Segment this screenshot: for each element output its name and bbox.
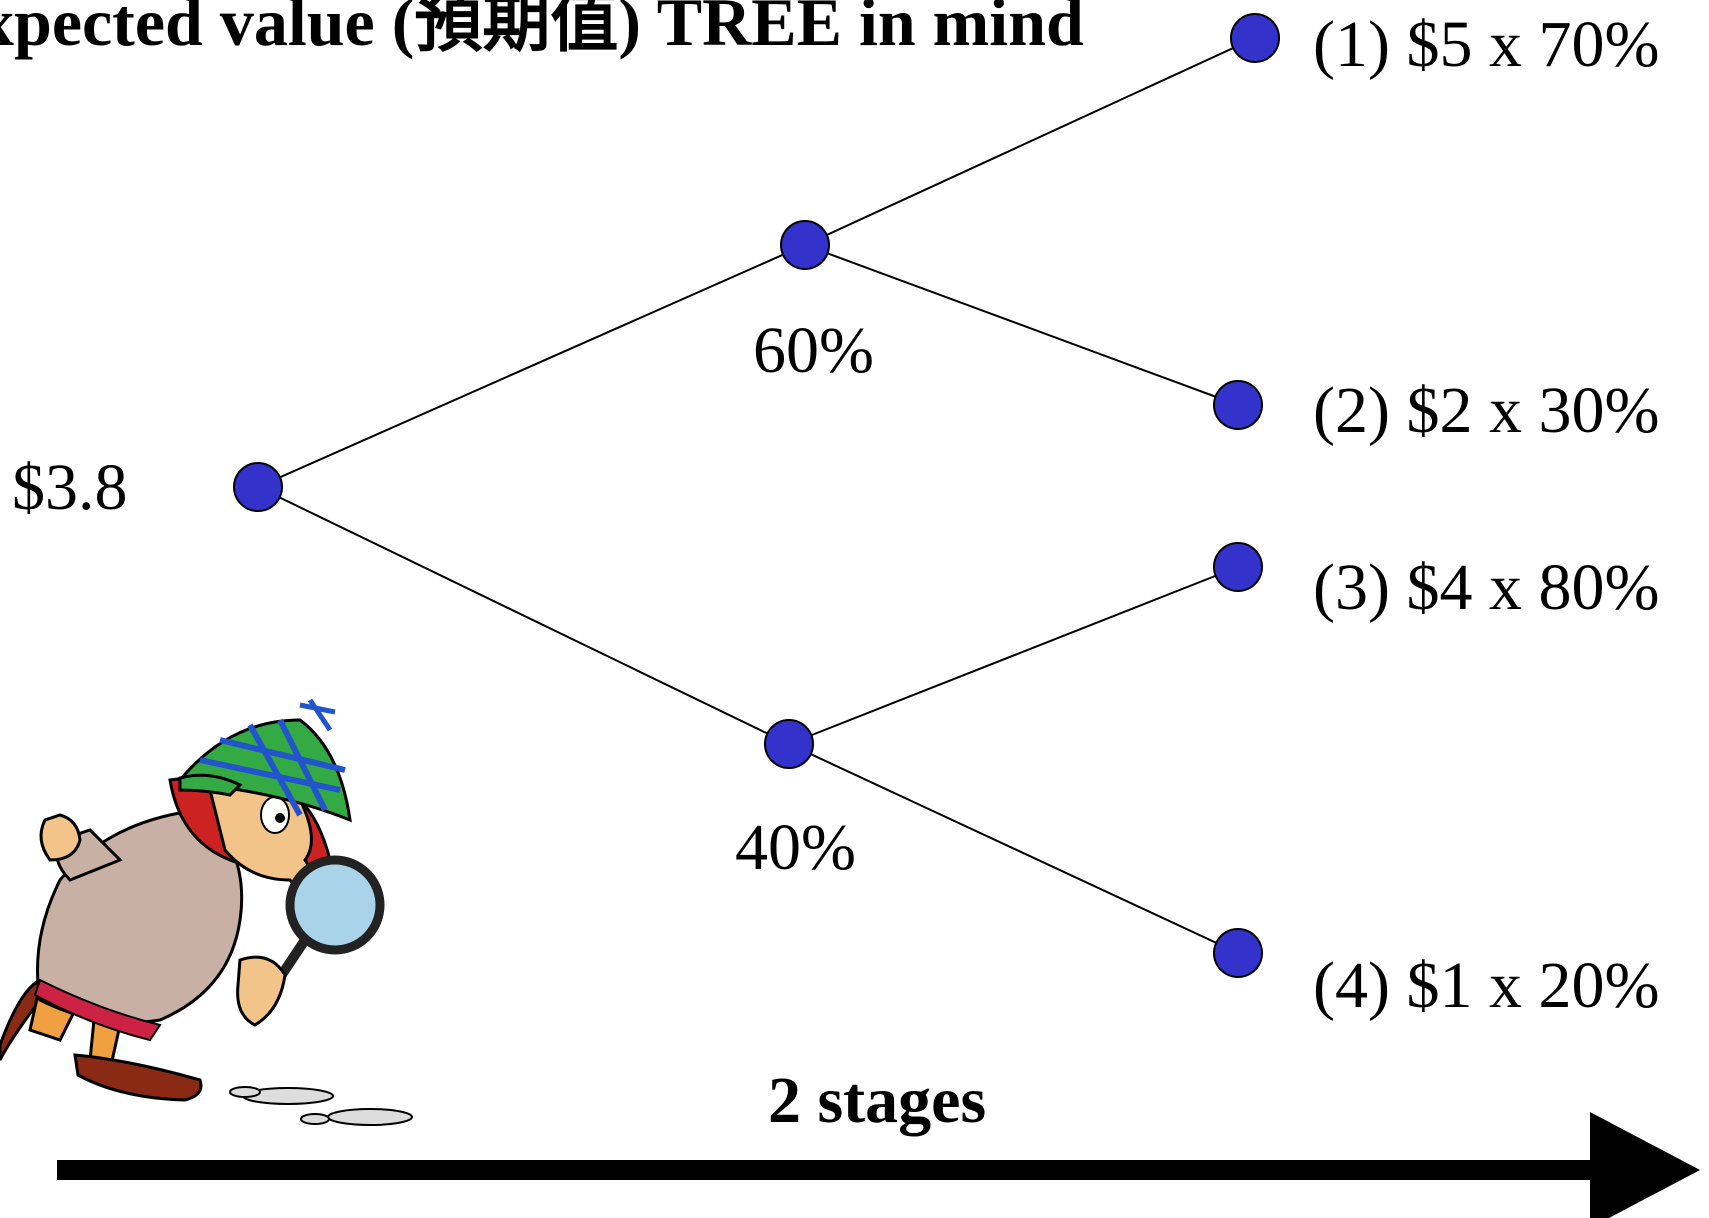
branch-probability-lower: 40% (735, 811, 856, 884)
root-value-label: $3.8 (12, 451, 128, 524)
outcome-label-2: (2) $2 x 30% (1313, 374, 1660, 447)
stages-label: 2 stages (768, 1064, 987, 1137)
outcome-label-3: (3) $4 x 80% (1313, 551, 1660, 624)
outcome-node-1 (1230, 13, 1280, 63)
outcome-node-3 (1213, 542, 1263, 592)
root-node (233, 462, 283, 512)
chance-node-upper (780, 220, 830, 270)
edge-upper-to-outcome-1 (804, 37, 1256, 246)
edge-root-to-lower (257, 486, 790, 745)
detective-with-magnifying-glass-icon (0, 698, 413, 1126)
outcome-label-1: (1) $5 x 70% (1313, 8, 1660, 81)
edge-upper-to-outcome-2 (804, 244, 1239, 406)
outcome-label-4: (4) $1 x 20% (1313, 949, 1660, 1022)
outcome-node-2 (1213, 380, 1263, 430)
branch-probability-upper: 60% (753, 314, 874, 387)
edge-lower-to-outcome-4 (788, 743, 1239, 954)
edge-root-to-upper (257, 244, 806, 488)
chance-node-lower (764, 719, 814, 769)
edge-lower-to-outcome-3 (788, 566, 1239, 745)
diagram-title: xpected value (預期值) TREE in mind (0, 0, 1084, 60)
outcome-node-4 (1213, 928, 1263, 978)
stages-arrow-head (1590, 1112, 1700, 1218)
